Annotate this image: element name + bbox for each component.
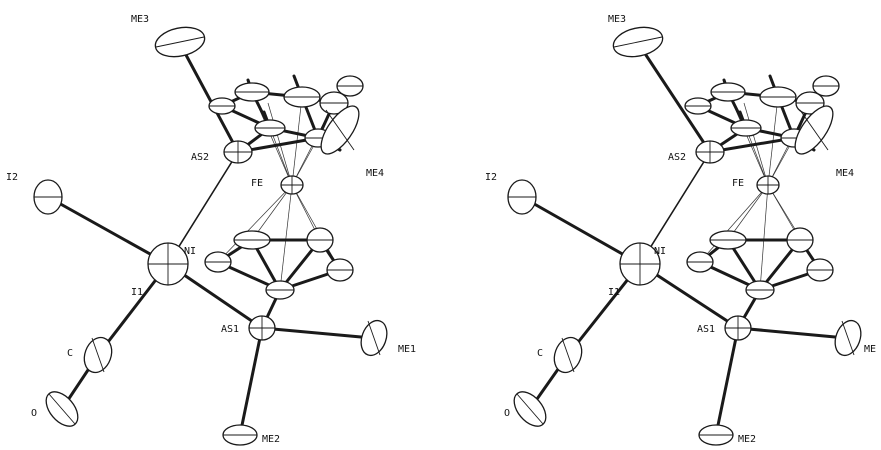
o-atom xyxy=(513,391,547,427)
fe-atom xyxy=(756,175,780,195)
ring-carbon-atom xyxy=(265,280,295,300)
ring-carbon-atom xyxy=(812,75,840,97)
as2-atom xyxy=(223,140,253,164)
label-c: C xyxy=(537,348,543,359)
ring-carbon-atom xyxy=(306,227,334,253)
ring-carbon-atom xyxy=(759,86,797,108)
atoms-left xyxy=(33,26,388,446)
ring-carbon-atom xyxy=(326,258,354,282)
ring-carbon-atom xyxy=(709,230,747,250)
me3-atom xyxy=(612,26,664,58)
ring-carbon-atom xyxy=(710,82,746,102)
fe-atom xyxy=(280,175,304,195)
me2-atom xyxy=(698,424,734,446)
label-me3: ME3 xyxy=(131,14,149,25)
me1-atom xyxy=(834,319,862,357)
label-me3: ME3 xyxy=(608,14,626,25)
ni-atom xyxy=(147,242,189,286)
ring-carbon-atom xyxy=(795,91,825,115)
label-as2: AS2 xyxy=(668,152,686,163)
label-i2: I2 xyxy=(485,172,497,183)
label-me2: ME2 xyxy=(262,434,280,445)
ring-carbon-atom xyxy=(233,230,271,250)
as1-atom xyxy=(248,315,276,341)
ring-carbon-atom xyxy=(686,251,714,273)
ring-carbon-atom xyxy=(319,91,349,115)
me4-atom xyxy=(320,105,360,155)
ring-carbon-atom xyxy=(254,119,286,137)
ni-atom xyxy=(619,242,661,286)
labels-right: ME3 AS2 ME4 FE I2 NI I1 AS1 ME C O ME2 xyxy=(485,14,876,445)
label-ni: NI xyxy=(654,246,666,257)
i2-atom xyxy=(33,179,63,215)
c-atom xyxy=(553,336,583,374)
label-i1: I1 xyxy=(131,287,143,298)
o-atom xyxy=(45,391,79,427)
label-me1: ME1 xyxy=(398,344,416,355)
ring-carbon-atom xyxy=(234,82,270,102)
label-me1-cropped: ME xyxy=(864,344,876,355)
ring-carbon-atom xyxy=(786,227,814,253)
label-as2: AS2 xyxy=(191,152,209,163)
ring-carbon-atom xyxy=(283,86,321,108)
label-as1: AS1 xyxy=(697,324,715,335)
me2-atom xyxy=(222,424,258,446)
ring-carbon-atom xyxy=(806,258,834,282)
me3-atom xyxy=(154,26,206,58)
c-atom xyxy=(83,336,113,374)
me1-atom xyxy=(360,319,388,357)
as1-atom xyxy=(724,315,752,341)
label-ni: NI xyxy=(184,246,196,257)
labels-left: ME3 AS2 ME4 FE I2 NI I1 AS1 ME1 C O ME2 xyxy=(6,14,416,445)
label-i1: I1 xyxy=(608,287,620,298)
ring-carbon-atom xyxy=(730,119,762,137)
stereo-view-left: ME3 AS2 ME4 FE I2 NI I1 AS1 ME1 C O ME2 xyxy=(6,14,416,446)
atoms-right xyxy=(507,26,862,446)
label-as1: AS1 xyxy=(221,324,239,335)
label-o: O xyxy=(504,408,510,419)
label-i2: I2 xyxy=(6,172,18,183)
ring-carbon-atom xyxy=(208,97,236,115)
ring-carbon-atom xyxy=(336,75,364,97)
stereo-view-right: ME3 AS2 ME4 FE I2 NI I1 AS1 ME C O ME2 xyxy=(485,14,876,446)
label-fe: FE xyxy=(251,178,263,189)
label-me4: ME4 xyxy=(836,168,854,179)
label-c: C xyxy=(67,348,73,359)
ring-carbon-atom xyxy=(684,97,712,115)
label-fe: FE xyxy=(732,178,744,189)
ring-carbon-atom xyxy=(204,251,232,273)
ring-carbon-atom xyxy=(745,280,775,300)
label-me4: ME4 xyxy=(366,168,384,179)
me4-atom xyxy=(794,105,834,155)
label-me2: ME2 xyxy=(738,434,756,445)
label-o: O xyxy=(31,408,37,419)
as2-atom xyxy=(695,140,725,164)
i2-atom xyxy=(507,179,537,215)
